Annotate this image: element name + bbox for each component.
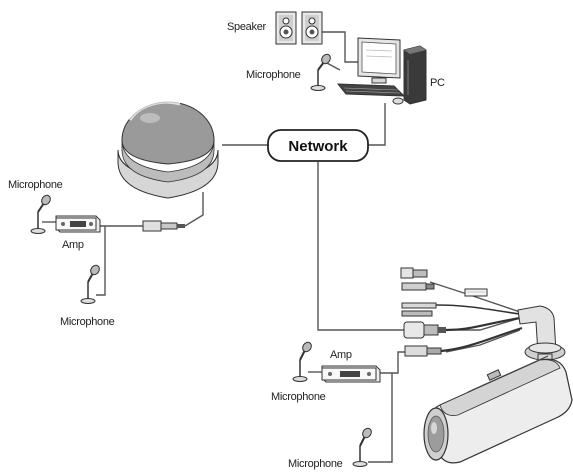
- wire-dome-cable: [185, 192, 203, 226]
- connector-icon: [143, 221, 185, 231]
- microphone-bullet-amp-label: Microphone: [271, 391, 326, 403]
- dome-camera-icon: [118, 102, 218, 198]
- amp-dome-label: Amp: [62, 239, 84, 251]
- microphone-dome-bottom-label: Microphone: [60, 316, 115, 328]
- cable-bundle: [401, 268, 522, 356]
- microphone-dome-top-label: Microphone: [8, 179, 63, 191]
- wire-amp-mic-bottom: [96, 226, 105, 295]
- microphone-bullet-bottom-label: Microphone: [288, 458, 343, 470]
- speakers-icon: [276, 12, 322, 44]
- network-node: Network: [268, 130, 368, 161]
- wire-bullet-mic-bottom: [368, 373, 392, 462]
- speaker-label: Speaker: [227, 21, 267, 33]
- network-label: Network: [288, 138, 348, 155]
- microphone-icon: [31, 194, 52, 234]
- microphone-icon: [353, 427, 373, 467]
- wire-network-pc: [368, 103, 385, 145]
- amp-icon: [322, 366, 380, 382]
- microphone-icon: [293, 341, 313, 382]
- pc-icon: [338, 38, 426, 104]
- microphone-icon: [311, 53, 332, 91]
- pc-label: PC: [430, 77, 445, 89]
- amp-bullet-label: Amp: [330, 349, 352, 361]
- amp-icon: [56, 216, 100, 232]
- wire-network-bullet: [318, 162, 404, 330]
- microphone-icon: [81, 264, 101, 304]
- wire-bullet-amp: [378, 352, 405, 373]
- microphone-pc-label: Microphone: [246, 69, 301, 81]
